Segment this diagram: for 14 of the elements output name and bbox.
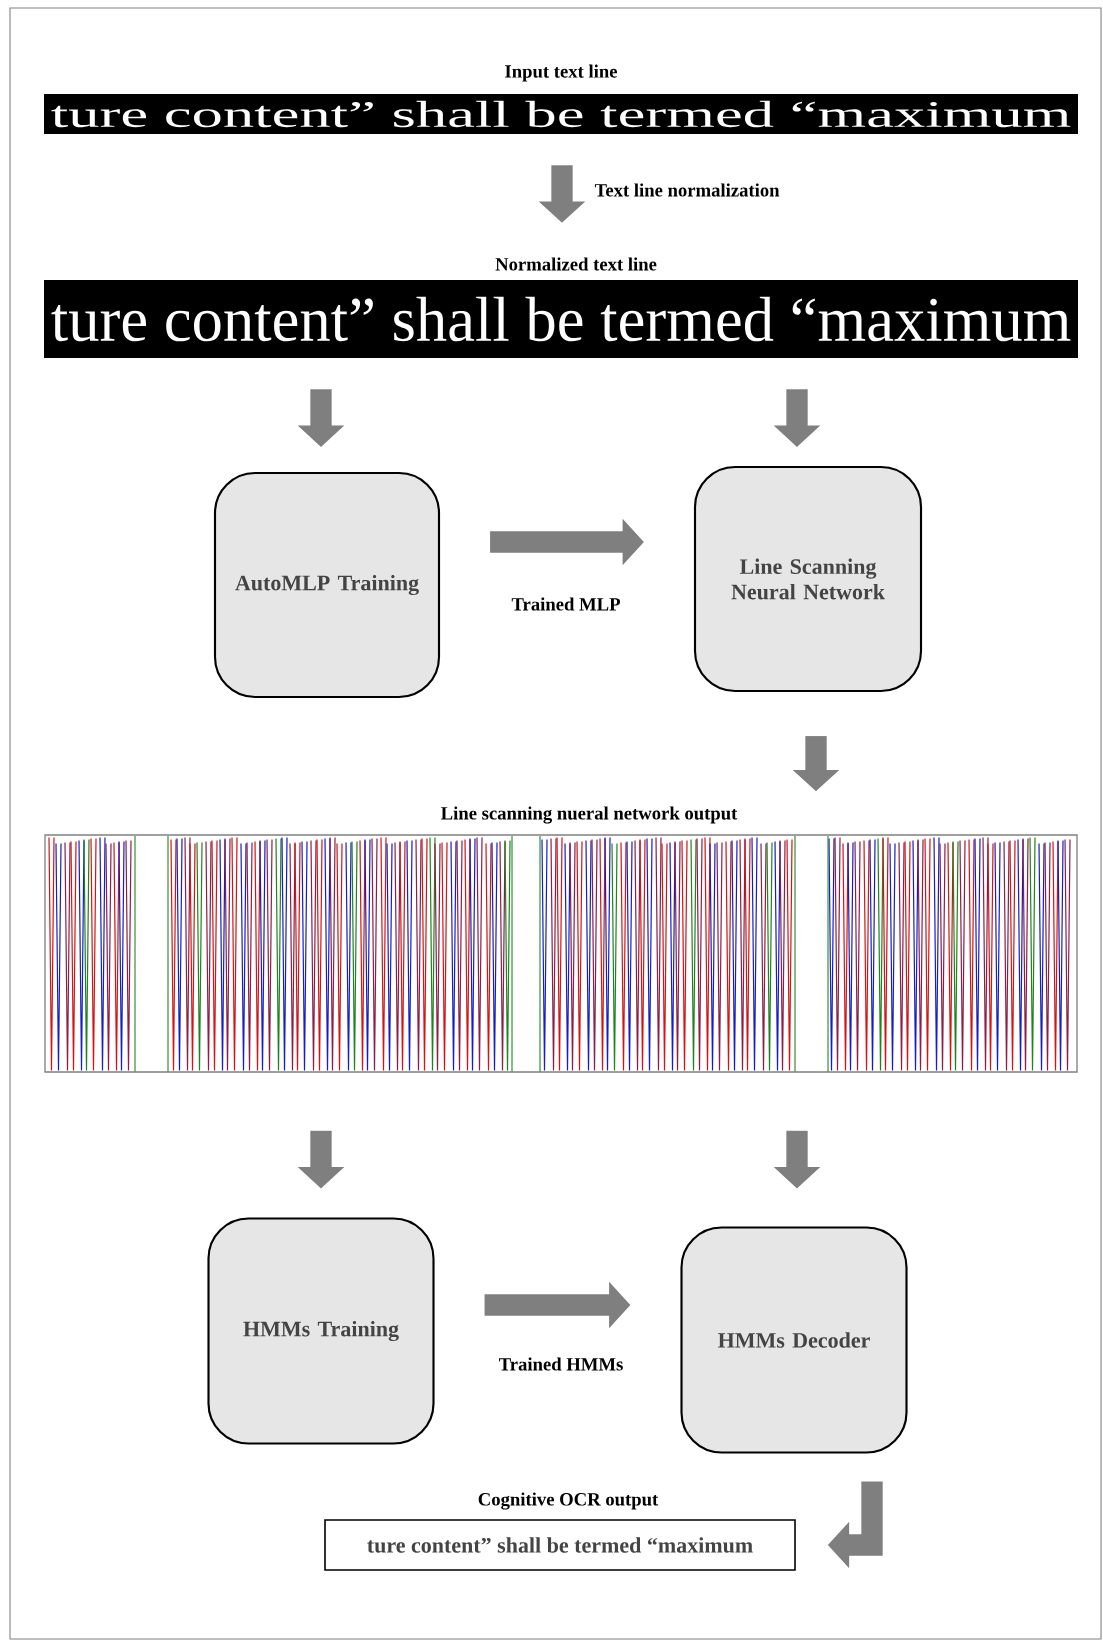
process-box: HMMs Decoder <box>680 1226 908 1454</box>
process-box: HMMs Training <box>207 1217 435 1445</box>
process-box: AutoMLP Training <box>213 471 441 699</box>
text-line-image: ture content” shall be termed “maximum <box>44 280 1078 358</box>
heading: Normalized text line <box>495 257 657 271</box>
edge-label: Text line normalization <box>593 182 781 198</box>
output-box: ture content” shall be termed “maximum <box>324 1519 796 1571</box>
edge-label: Trained MLP <box>510 596 622 612</box>
edge-label: Trained HMMs <box>497 1356 625 1372</box>
heading: Line scanning nueral network output <box>441 806 738 824</box>
text-line-image: ture content” shall be termed “maximum <box>44 94 1078 134</box>
heading: Cognitive OCR output <box>478 1492 659 1510</box>
process-box: Line Scanning Neural Network <box>693 465 923 693</box>
heading: Input text line <box>505 64 618 82</box>
